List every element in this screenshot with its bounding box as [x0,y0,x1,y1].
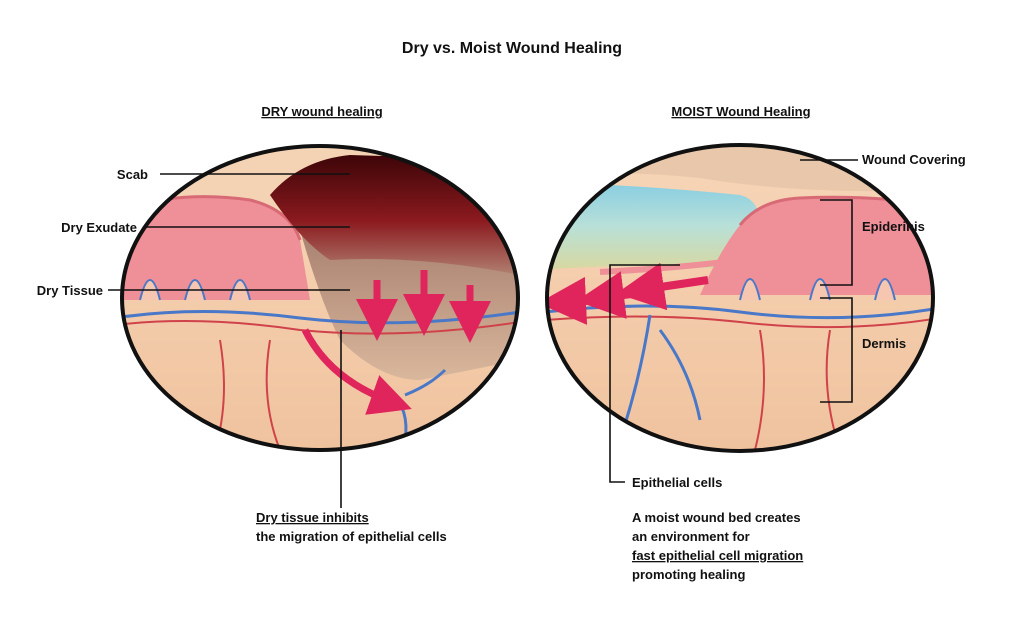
label-dermis: Dermis [862,336,906,351]
moist-caption-line2: an environment for [632,529,750,544]
moist-ellipse-outline [545,143,935,453]
moist-caption-line1: A moist wound bed creates [632,510,801,525]
dry-epidermis [122,196,310,300]
label-dry-exudate: Dry Exudate [61,220,137,235]
label-epithelial-cells: Epithelial cells [632,475,722,490]
moist-caption-line3: fast epithelial cell migration [632,548,803,563]
moist-wound-illustration [547,145,933,451]
label-epidermis: Epiderinis [862,219,925,234]
dry-caption-line1: Dry tissue inhibits [256,510,369,525]
leader-epithelial-cells [609,264,680,483]
dry-wound-illustration [122,146,518,450]
label-wound-covering: Wound Covering [862,152,966,167]
dry-heading: DRY wound healing [261,104,382,119]
bracket-dermis [820,297,853,403]
moist-caption-line4: promoting healing [632,567,745,582]
moist-gel-region [547,182,760,270]
label-dry-tissue: Dry Tissue [37,283,103,298]
dry-migration-arrow [301,328,412,415]
bracket-epidermis [820,199,853,286]
dry-down-arrows [356,270,491,343]
dry-ellipse-outline [120,144,520,452]
diagram-title: Dry vs. Moist Wound Healing [402,40,622,57]
label-scab: Scab [117,167,148,182]
moist-heading: MOIST Wound Healing [671,104,810,119]
dry-caption-line2: the migration of epithelial cells [256,529,447,544]
moist-epidermis [700,197,933,295]
moist-migration-arrows [547,262,709,325]
